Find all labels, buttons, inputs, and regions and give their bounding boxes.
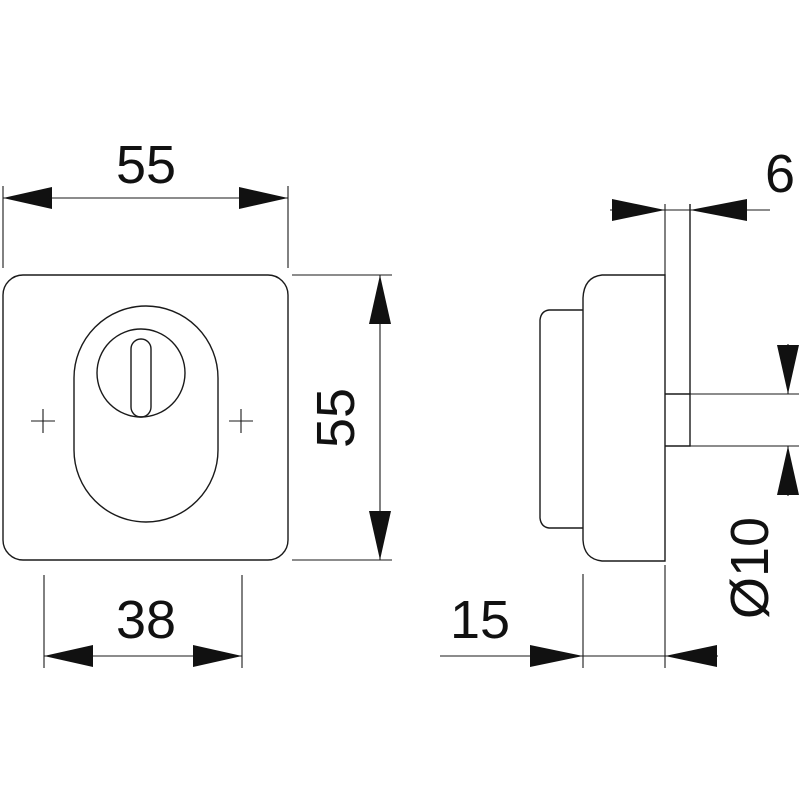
rosette-outline: [2, 274, 289, 561]
dimension-label-front-height: 55: [306, 388, 366, 448]
key-slot: [130, 338, 152, 418]
dimension-label-cutout-width: 38: [116, 590, 176, 650]
dimension-top-width: 55: [2, 135, 289, 268]
cylinder-cutout: [73, 305, 219, 523]
dimension-side-depth: 15: [440, 565, 718, 668]
dimension-pin-diameter: Ø10: [720, 344, 799, 619]
plus-mark-icon: [229, 409, 253, 433]
plus-mark-icon: [31, 409, 55, 433]
dimension-label-pin-diameter: Ø10: [720, 517, 780, 619]
dimension-right-height: 55: [292, 274, 392, 561]
rosette-body: [582, 274, 666, 562]
dimension-bottom-cutout: 38: [43, 575, 243, 668]
core-circle: [96, 328, 186, 418]
dimension-label-front-width: 55: [116, 135, 176, 195]
dimension-pin-offset: 6: [610, 144, 795, 221]
dimension-label-pin-offset: 6: [765, 144, 795, 204]
rosette-raised-core: [539, 309, 583, 529]
side-view: [539, 204, 799, 562]
front-view: [2, 274, 289, 561]
pin-collar: [665, 393, 691, 447]
dimension-label-side-depth: 15: [450, 590, 510, 650]
